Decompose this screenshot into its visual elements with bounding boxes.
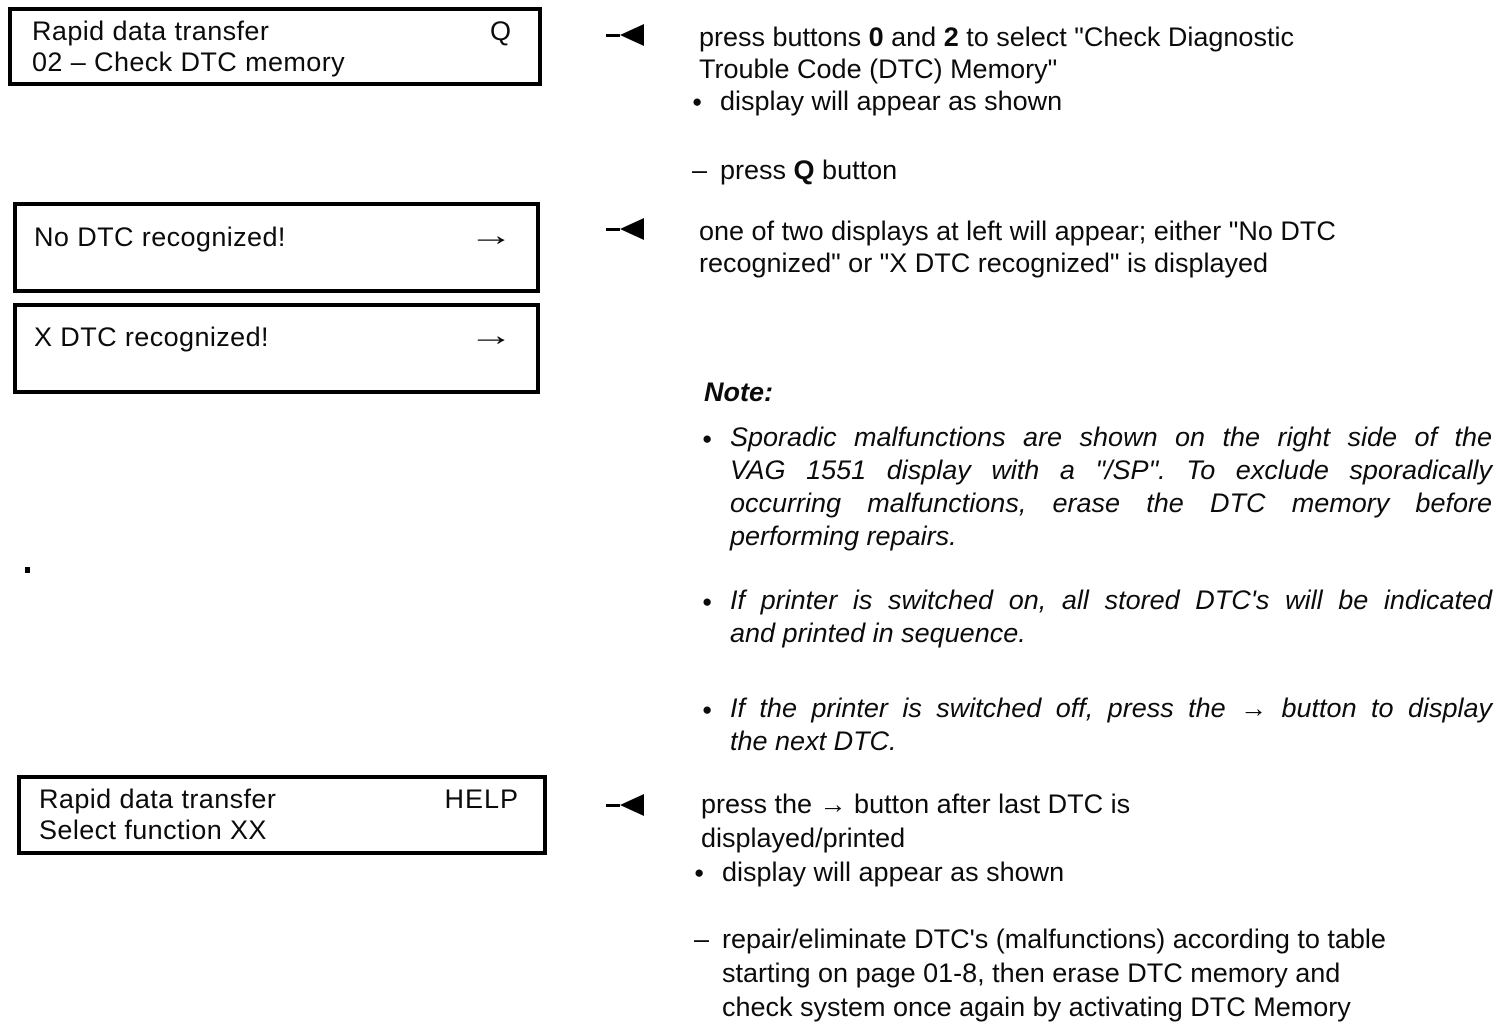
dash-action-item: – repair/eliminate DTC's (malfunctions) … [694, 922, 1504, 1024]
arrow-head [620, 218, 644, 240]
bullet-icon: ● [692, 92, 703, 111]
vag-display-x-dtc-recognized: X DTC recognized! → [13, 303, 540, 394]
display-line-1: Rapid data transfer [39, 784, 277, 814]
scan-artifact-dot [25, 567, 30, 573]
bullet-text: display will appear as shown [720, 86, 1063, 116]
bullet-text: display will appear as shown [722, 857, 1065, 887]
dash-line: starting on page 01-8, then erase DTC me… [722, 958, 1341, 988]
bullet-icon: ● [694, 863, 705, 882]
note-line: If the printer is switched off, press th… [730, 693, 1492, 723]
bullet-icon: ● [702, 429, 713, 448]
note-item: ● If the printer is switched off, press … [702, 692, 1497, 758]
note-title: Note: [704, 377, 773, 407]
note-line: VAG 1551 display with a "/SP". To exclud… [730, 455, 1492, 485]
note-item: ● Sporadic malfunctions are shown on the… [702, 421, 1497, 553]
note-text: If the printer is switched off, press th… [730, 692, 1492, 758]
note-section: Note: ● Sporadic malfunctions are shown … [702, 376, 1497, 758]
instruction-step-3: press the → button after last DTC is dis… [694, 787, 1504, 1024]
text-segment: and [883, 22, 944, 52]
instruction-line: press buttons 0 and 2 to select "Check D… [699, 21, 1502, 53]
right-arrow-icon: → [468, 319, 514, 352]
dash-text: repair/eliminate DTC's (malfunctions) ac… [722, 922, 1386, 1024]
key-2: 2 [943, 22, 959, 52]
note-line: If printer is switched on, all stored DT… [730, 585, 1492, 615]
bullet-icon: ● [702, 592, 713, 611]
pointer-left-arrow-icon [606, 218, 644, 240]
text-segment: to select "Check Diagnostic [958, 22, 1294, 52]
dash-line: repair/eliminate DTC's (malfunctions) ac… [722, 924, 1386, 954]
key-q: Q [793, 155, 815, 185]
bullet-item: ● display will appear as shown [692, 85, 1502, 117]
instruction-line: Trouble Code (DTC) Memory" [699, 54, 1058, 84]
dash-action-item: – press Q button [692, 154, 1502, 186]
note-line: Sporadic malfunctions are shown on the r… [730, 422, 1492, 452]
arrow-tail [606, 803, 620, 807]
note-line: occurring malfunctions, erase the DTC me… [730, 488, 1492, 518]
note-line: the next DTC. [730, 726, 897, 756]
instruction-line: press the → button after last DTC is [701, 789, 1131, 819]
instruction-line: displayed/printed [701, 823, 906, 853]
instruction-line: recognized" or "X DTC recognized" is dis… [699, 248, 1269, 278]
display-line-1: X DTC recognized! [34, 322, 269, 352]
arrow-tail [606, 227, 620, 231]
instruction-step-2: one of two displays at left will appear;… [692, 215, 1502, 279]
note-line: performing repairs. [730, 521, 957, 551]
display-line-1: Rapid data transfer [32, 16, 270, 46]
arrow-head [620, 24, 644, 46]
display-line-1: No DTC recognized! [34, 222, 286, 252]
dash-icon: – [694, 924, 710, 954]
vag-display-check-dtc-memory: Rapid data transfer Q 02 – Check DTC mem… [8, 7, 542, 86]
display-line-2: Select function XX [39, 815, 267, 845]
vag-display-no-dtc-recognized: No DTC recognized! → [13, 202, 540, 293]
instruction-step-1: press buttons 0 and 2 to select "Check D… [692, 21, 1502, 186]
note-item: ● If printer is switched on, all stored … [702, 584, 1497, 650]
vag-display-select-function: Rapid data transfer HELP Select function… [17, 775, 547, 855]
display-line-2: 02 – Check DTC memory [32, 47, 345, 77]
right-arrow-icon: → [468, 219, 514, 252]
dash-text: press Q button [720, 154, 897, 186]
note-text: Sporadic malfunctions are shown on the r… [730, 421, 1492, 553]
bullet-item: ● display will appear as shown [694, 855, 1504, 889]
arrow-head [620, 794, 644, 816]
text-segment: press [720, 155, 794, 185]
display-key-help: HELP [444, 784, 519, 814]
dash-icon: – [692, 155, 708, 185]
arrow-tail [606, 33, 620, 37]
pointer-left-arrow-icon [606, 794, 644, 816]
text-segment: button [814, 155, 898, 185]
pointer-left-arrow-icon [606, 24, 644, 46]
text-segment: press buttons [699, 22, 869, 52]
instruction-line: one of two displays at left will appear;… [699, 216, 1336, 246]
bullet-icon: ● [702, 700, 713, 719]
dash-line: check system once again by activating DT… [722, 992, 1351, 1022]
note-line: and printed in sequence. [730, 618, 1026, 648]
display-key-q: Q [489, 16, 512, 46]
note-text: If printer is switched on, all stored DT… [730, 584, 1492, 650]
key-0: 0 [868, 22, 884, 52]
